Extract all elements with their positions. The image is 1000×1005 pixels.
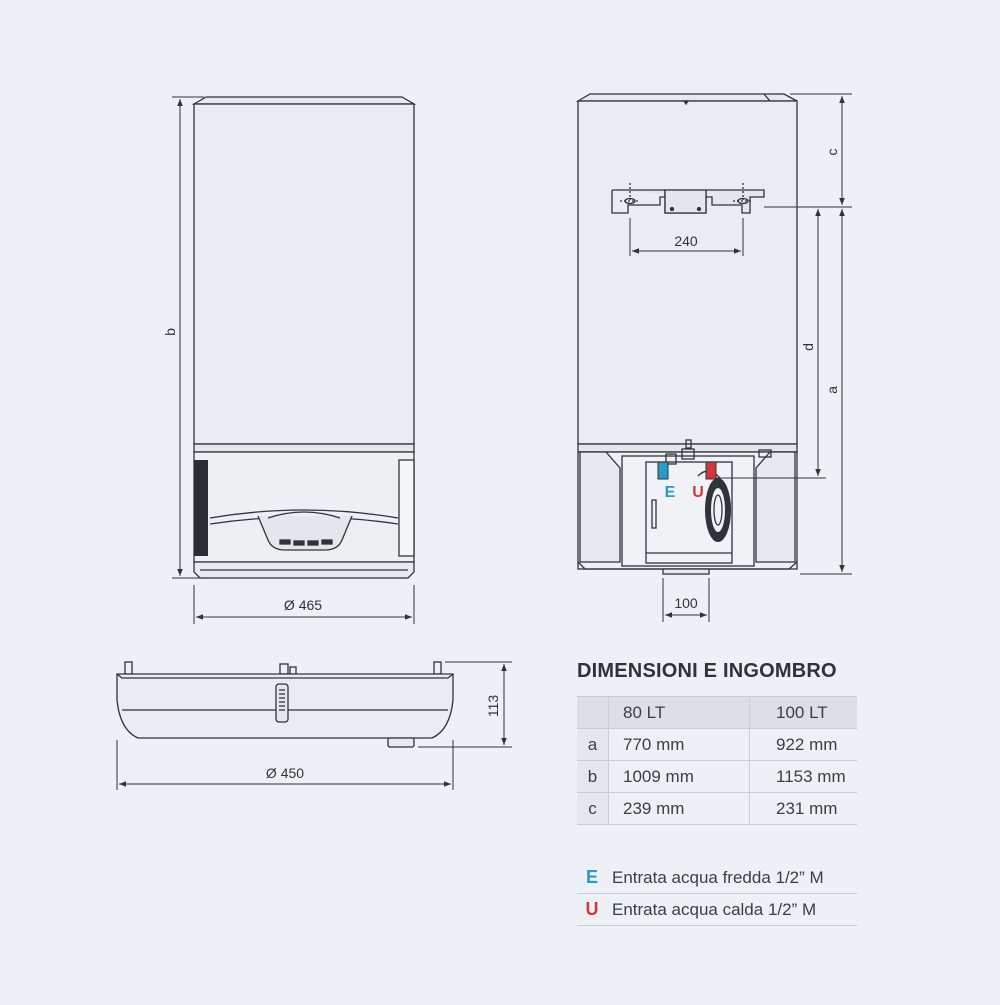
legend-code-inlet: E <box>585 867 598 887</box>
bracket-width-label: 240 <box>674 233 698 249</box>
legend-item-inlet: E Entrata acqua fredda 1/2” M <box>577 862 857 894</box>
row-key: b <box>577 760 609 793</box>
table-row: b 1009 mm 1153 mm <box>577 760 857 793</box>
table-row: a 770 mm 922 mm <box>577 728 857 761</box>
dimensions-table: 80 LT 100 LT a 770 mm 922 mm b 1009 mm 1… <box>577 696 857 825</box>
row-key: c <box>577 792 609 825</box>
top-depth-label: 113 <box>485 695 501 718</box>
top-dimensions <box>116 661 512 790</box>
side-view <box>575 93 798 575</box>
table-row: c 239 mm 231 mm <box>577 792 857 825</box>
inlet-pipe <box>657 461 669 480</box>
spec-title: DIMENSIONI E INGOMBRO <box>577 660 837 682</box>
outlet-letter: U <box>692 484 704 501</box>
front-dimensions <box>172 96 415 624</box>
table-header-100lt: 100 LT <box>749 696 857 729</box>
front-view <box>191 96 417 579</box>
spec-panel: DIMENSIONI E INGOMBRO 80 LT 100 LT a 770… <box>577 658 857 825</box>
legend: E Entrata acqua fredda 1/2” M U Entrata … <box>577 862 857 926</box>
top-diameter-label: Ø 450 <box>266 765 304 781</box>
row-value-100lt: 231 mm <box>749 792 857 825</box>
table-header-80lt: 80 LT <box>608 696 750 729</box>
top-offset-label: c <box>824 149 840 156</box>
pipe-spacing-label: 100 <box>674 595 698 611</box>
row-value-80lt: 239 mm <box>608 792 750 825</box>
row-value-80lt: 1009 mm <box>608 760 750 793</box>
front-height-label: b <box>162 328 178 336</box>
inlet-letter: E <box>665 484 676 501</box>
top-view <box>116 661 454 748</box>
front-diameter-label: Ø 465 <box>284 597 322 613</box>
outlet-pipe <box>705 461 717 480</box>
bracket-height-label: d <box>800 343 816 351</box>
legend-code-outlet: U <box>585 899 599 919</box>
total-height-label: a <box>824 386 840 394</box>
table-header-row: 80 LT 100 LT <box>577 696 857 729</box>
row-key: a <box>577 728 609 761</box>
table-header-key <box>577 696 609 729</box>
row-value-80lt: 770 mm <box>608 728 750 761</box>
row-value-100lt: 1153 mm <box>749 760 857 793</box>
legend-item-outlet: U Entrata acqua calda 1/2” M <box>577 894 857 926</box>
row-value-100lt: 922 mm <box>749 728 857 761</box>
side-dimensions <box>629 93 852 622</box>
legend-text-outlet: Entrata acqua calda 1/2” M <box>612 900 817 919</box>
wall-bracket <box>611 183 765 214</box>
legend-text-inlet: Entrata acqua fredda 1/2” M <box>612 868 824 887</box>
